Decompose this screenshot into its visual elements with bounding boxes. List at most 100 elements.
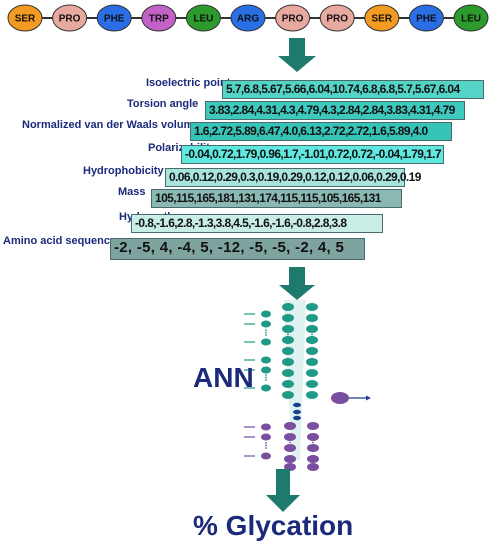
amino-acid-leu: LEU <box>453 4 489 32</box>
ellipsis-dot <box>287 333 289 336</box>
output-arrowhead <box>366 395 371 401</box>
ellipsis-dot <box>287 331 289 333</box>
ellipsis-dot <box>289 439 291 441</box>
feature-label: Normalized van der Waals volume <box>22 119 200 131</box>
ellipsis-dot <box>287 336 289 338</box>
network-node <box>261 433 271 441</box>
feature-label: Amino acid sequence <box>3 235 117 247</box>
network-node <box>306 336 318 344</box>
network-node <box>306 325 318 333</box>
svg-text:SER: SER <box>372 14 393 25</box>
network-node <box>284 433 296 441</box>
ellipsis-dot <box>265 331 267 334</box>
network-node <box>306 380 318 388</box>
feature-label: Hydrophobicity <box>83 165 164 177</box>
amino-acid-phe: PHE <box>96 4 132 32</box>
network-node <box>307 433 319 441</box>
network-node <box>282 380 294 388</box>
feature-label: Torsion angle <box>127 98 199 110</box>
amino-acid-arg: ARG <box>230 4 266 32</box>
ellipsis-dot <box>312 444 314 446</box>
glycation-label: % Glycation <box>193 510 354 541</box>
svg-text:SER: SER <box>15 14 36 25</box>
feature-values-bar: -0.8,-1.6,2.8,-1.3,3.8,4.5,-1.6,-1.6,-0.… <box>131 214 383 233</box>
network-node <box>261 356 271 364</box>
network-node <box>307 444 319 452</box>
network-node <box>261 338 271 346</box>
network-node <box>293 402 301 408</box>
feature-values-bar: 1.6,2.72,5.89,6.47,4.0,6.13,2.72,2.72,1.… <box>190 122 452 141</box>
svg-text:PRO: PRO <box>59 14 81 25</box>
ellipsis-dot <box>312 439 314 441</box>
network-node <box>293 415 301 421</box>
network-node <box>282 314 294 322</box>
network-node <box>306 347 318 355</box>
ellipsis-dot <box>265 444 267 447</box>
svg-text:PHE: PHE <box>416 14 437 25</box>
amino-acid-trp: TRP <box>141 4 177 32</box>
network-node <box>282 369 294 377</box>
svg-text:LEU: LEU <box>461 14 481 25</box>
down-arrow-1 <box>278 38 316 72</box>
network-node <box>306 358 318 366</box>
ellipsis-dot <box>289 441 291 444</box>
network-node <box>284 455 296 463</box>
network-node <box>307 463 319 471</box>
network-node <box>282 358 294 366</box>
network-node <box>306 303 318 311</box>
network-node <box>261 384 271 392</box>
network-node <box>306 314 318 322</box>
network-node <box>293 409 301 415</box>
ellipsis-dot <box>265 442 267 444</box>
feature-label: Isoelectric point <box>146 77 231 89</box>
ellipsis-dot <box>311 333 313 336</box>
network-node <box>307 422 319 430</box>
ellipsis-dot <box>265 334 267 336</box>
amino-acid-ser: SER <box>7 4 43 32</box>
svg-text:PHE: PHE <box>104 14 125 25</box>
svg-text:ARG: ARG <box>237 14 259 25</box>
network-node <box>307 455 319 463</box>
amino-acid-pro: PRO <box>319 4 355 32</box>
network-node <box>284 422 296 430</box>
network-node <box>282 336 294 344</box>
down-arrow-2 <box>279 267 315 300</box>
feature-values-bar: -2, -5, 4, -4, 5, -12, -5, -5, -2, 4, 5 <box>110 238 365 260</box>
network-node <box>282 303 294 311</box>
feature-values-bar: 0.06,0.12,0.29,0.3,0.19,0.29,0.12,0.12,0… <box>165 168 421 187</box>
output-node <box>331 392 349 404</box>
down-arrow-3 <box>266 469 300 512</box>
ellipsis-dot <box>312 441 314 444</box>
feature-values-bar: 105,115,165,181,131,174,115,115,105,165,… <box>151 189 402 208</box>
network-node <box>261 423 271 431</box>
ellipsis-dot <box>265 374 267 376</box>
svg-text:PRO: PRO <box>282 14 304 25</box>
amino-acid-pro: PRO <box>275 4 311 32</box>
ann-label: ANN <box>193 362 254 393</box>
network-node <box>284 444 296 452</box>
ellipsis-dot <box>311 336 313 338</box>
ellipsis-dot <box>311 331 313 333</box>
network-node <box>261 452 271 460</box>
amino-acid-chain: SER PRO PHE TRP LEU ARG PRO PRO SER PHE LEU <box>7 4 489 32</box>
amino-acid-leu: LEU <box>185 4 221 32</box>
feature-label: Mass <box>118 186 146 198</box>
ellipsis-dot <box>265 329 267 331</box>
amino-acid-pro: PRO <box>52 4 88 32</box>
amino-acid-phe: PHE <box>408 4 444 32</box>
network-node <box>282 325 294 333</box>
neural-network <box>244 300 371 471</box>
network-node <box>261 366 271 374</box>
feature-values-bar: -0.04,0.72,1.79,0.96,1.7,-1.01,0.72,0.72… <box>181 145 444 164</box>
svg-text:PRO: PRO <box>326 14 348 25</box>
feature-values-bar: 5.7,6.8,5.67,5.66,6.04,10.74,6.8,6.8,5.7… <box>222 80 484 99</box>
network-node <box>261 310 271 318</box>
svg-text:TRP: TRP <box>149 14 169 25</box>
ellipsis-dot <box>265 379 267 381</box>
feature-values-bar: 3.83,2.84,4.31,4.3,4.79,4.3,2.84,2.84,3.… <box>205 101 465 120</box>
network-node <box>306 369 318 377</box>
network-node <box>282 347 294 355</box>
ellipsis-dot <box>265 376 267 379</box>
svg-text:LEU: LEU <box>193 14 213 25</box>
